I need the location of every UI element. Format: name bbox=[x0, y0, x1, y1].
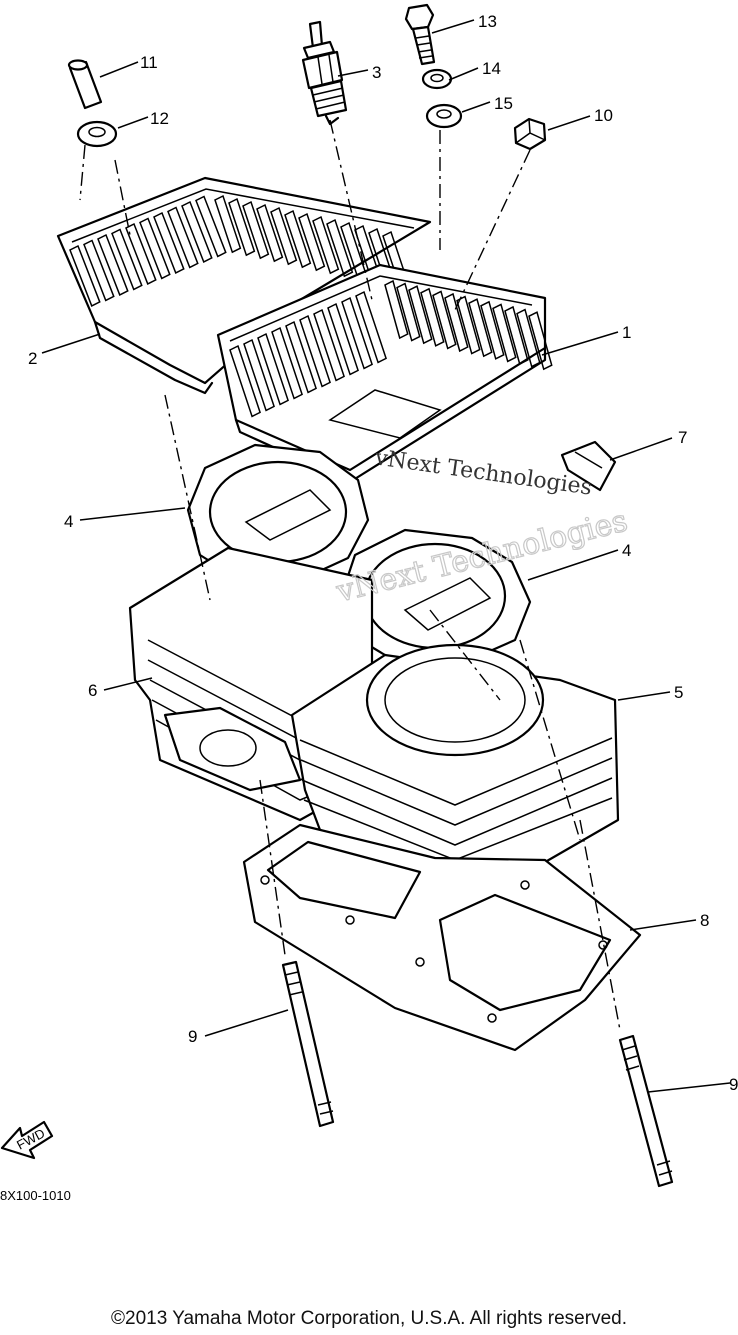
callout-8: 8 bbox=[700, 911, 709, 930]
cooling-fin bbox=[313, 308, 345, 382]
cooling-fin bbox=[326, 218, 354, 278]
watermark-text: vNext Technologies bbox=[373, 445, 594, 500]
callout-10: 10 bbox=[594, 106, 613, 125]
part-9-stud-left bbox=[281, 960, 335, 1128]
part-4-head-gasket-right bbox=[338, 528, 532, 666]
cooling-fin bbox=[125, 222, 157, 285]
cooling-fin bbox=[528, 311, 553, 371]
part-11-collar bbox=[67, 59, 103, 110]
callout-11: 11 bbox=[140, 53, 158, 72]
cooling-fin bbox=[341, 296, 373, 370]
callout-labels: 11 12 3 13 14 15 10 2 1 7 4 4 6 5 8 9 9 bbox=[28, 12, 738, 1094]
cooling-fin bbox=[468, 298, 493, 358]
callout-4-left: 4 bbox=[64, 512, 73, 531]
diagram-part-code: 8X100-1010 bbox=[0, 1188, 71, 1203]
callout-15: 15 bbox=[494, 94, 513, 113]
part-12-washer bbox=[76, 120, 118, 148]
cooling-fin bbox=[480, 300, 505, 360]
callout-9-left: 9 bbox=[188, 1027, 197, 1046]
leader-lines bbox=[41, 19, 731, 1093]
cooling-fin bbox=[256, 203, 284, 263]
forward-arrow-icon: FWD bbox=[0, 1120, 54, 1160]
cooling-fin bbox=[271, 326, 303, 400]
cooling-fin bbox=[299, 314, 331, 388]
callout-3: 3 bbox=[372, 63, 381, 82]
part-1-cylinder-head-right bbox=[216, 263, 553, 484]
part-2-cylinder-head-left bbox=[56, 176, 432, 395]
cooling-fin bbox=[195, 195, 227, 258]
cooling-fin bbox=[111, 228, 143, 291]
callout-2: 2 bbox=[28, 349, 37, 368]
callout-9-right: 9 bbox=[729, 1075, 738, 1094]
part-3-spark-plug bbox=[301, 20, 348, 126]
part-5-cylinder-right bbox=[290, 643, 620, 877]
cooling-fin bbox=[243, 338, 275, 412]
cooling-fin bbox=[355, 290, 387, 364]
callout-1: 1 bbox=[622, 323, 631, 342]
cooling-fin bbox=[242, 200, 270, 260]
cooling-fin bbox=[139, 217, 171, 280]
part-15-washer bbox=[425, 103, 463, 129]
cooling-fin bbox=[153, 211, 185, 274]
cooling-fin bbox=[257, 332, 289, 406]
cooling-fin bbox=[167, 206, 199, 269]
cooling-fin bbox=[327, 302, 359, 376]
part-13-bolt bbox=[404, 3, 436, 66]
callout-13: 13 bbox=[478, 12, 497, 31]
cooling-fin bbox=[97, 233, 129, 296]
cooling-fin bbox=[228, 197, 256, 257]
cooling-fin bbox=[432, 290, 457, 350]
cooling-fin bbox=[420, 287, 445, 347]
cooling-fin bbox=[456, 295, 481, 355]
part-10-nut bbox=[513, 117, 547, 151]
callout-14: 14 bbox=[482, 59, 501, 78]
part-7-cap bbox=[560, 440, 617, 492]
part-8-base-gasket bbox=[242, 823, 642, 1052]
cooling-fin bbox=[312, 215, 340, 275]
cooling-fin bbox=[181, 200, 213, 263]
callout-12: 12 bbox=[150, 109, 169, 128]
part-9-stud-right bbox=[618, 1034, 674, 1188]
cooling-fin bbox=[83, 239, 115, 302]
callout-5: 5 bbox=[674, 683, 683, 702]
cooling-fin bbox=[444, 292, 469, 353]
cooling-fin bbox=[284, 209, 312, 269]
callout-6: 6 bbox=[88, 681, 97, 700]
copyright-notice: ©2013 Yamaha Motor Corporation, U.S.A. A… bbox=[111, 1308, 627, 1329]
cooling-fin bbox=[270, 206, 298, 266]
cooling-fin bbox=[504, 305, 529, 366]
cooling-fin bbox=[384, 279, 409, 340]
cooling-fin bbox=[298, 212, 326, 272]
part-14-washer bbox=[421, 68, 453, 90]
cooling-fin bbox=[492, 303, 517, 363]
cooling-fin bbox=[396, 282, 421, 342]
callout-7: 7 bbox=[678, 428, 687, 447]
cooling-fin bbox=[229, 344, 261, 418]
cooling-fin bbox=[408, 285, 433, 345]
cooling-fin bbox=[69, 244, 101, 307]
cooling-fin bbox=[285, 320, 317, 394]
part-4-head-gasket-left bbox=[186, 443, 370, 582]
cooling-fin bbox=[516, 308, 541, 368]
alignment-lines bbox=[79, 119, 621, 1031]
callout-4-right: 4 bbox=[622, 541, 631, 560]
cooling-fin bbox=[214, 194, 242, 254]
